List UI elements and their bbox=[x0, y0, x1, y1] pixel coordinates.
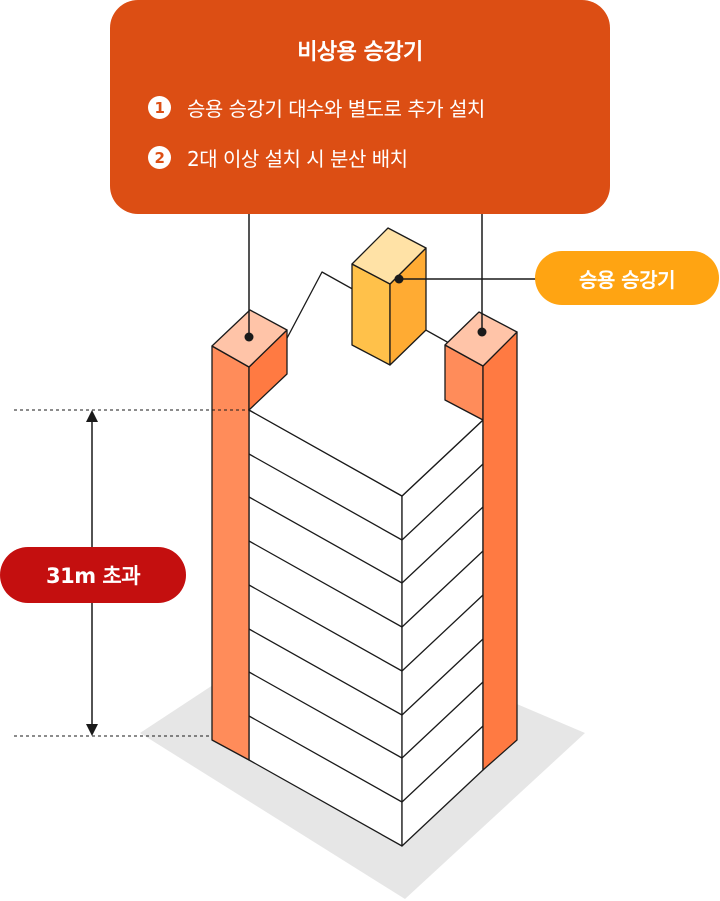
leader-lines bbox=[248, 214, 537, 337]
emergency-elevator-right bbox=[444, 311, 518, 771]
callout-item-text-2: 2대 이상 설치 시 분산 배치 bbox=[187, 147, 408, 171]
building-floors bbox=[248, 409, 484, 847]
leader-dots bbox=[244, 274, 487, 342]
height-label: 31m 초과 bbox=[0, 547, 186, 603]
emergency-elevator-left bbox=[211, 309, 288, 761]
callout-item-2: 2 2대 이상 설치 시 분산 배치 bbox=[148, 143, 408, 172]
callout-title: 비상용 승강기 bbox=[297, 40, 423, 65]
passenger-elevator-label: 승용 승강기 bbox=[535, 251, 719, 305]
emergency-elevator-callout: 비상용 승강기 1 승용 승강기 대수와 별도로 추가 설치 2 2대 이상 설… bbox=[110, 0, 610, 214]
callout-item-text-1: 승용 승강기 대수와 별도로 추가 설치 bbox=[187, 97, 485, 121]
arrow-down-icon bbox=[86, 724, 98, 736]
number-badge-2: 2 bbox=[148, 146, 171, 169]
callout-item-1: 1 승용 승강기 대수와 별도로 추가 설치 bbox=[148, 93, 485, 122]
arrow-up-icon bbox=[86, 410, 98, 422]
number-badge-1: 1 bbox=[148, 96, 171, 119]
